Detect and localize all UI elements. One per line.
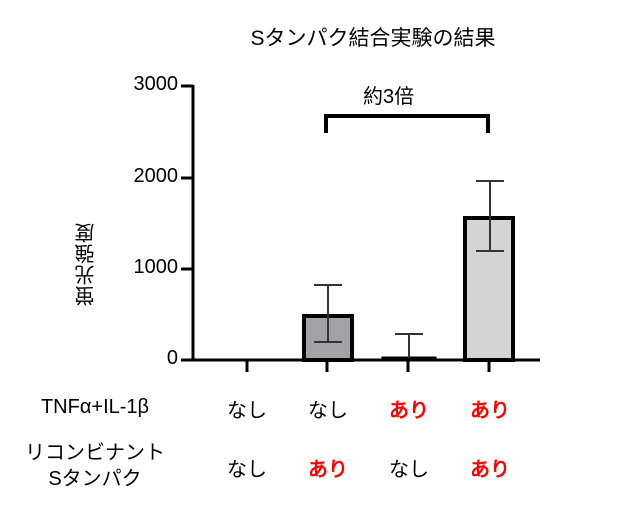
fold-change-annotation: 約3倍 xyxy=(363,86,415,108)
condition-label-tnf: TNFα+IL-1β xyxy=(40,396,150,418)
error-bar-3 xyxy=(395,333,423,358)
bar-3 xyxy=(381,356,437,362)
y-axis xyxy=(181,84,195,362)
error-bar-2 xyxy=(314,284,342,343)
cond-row2-col4: あり xyxy=(470,459,510,481)
comparison-bracket xyxy=(324,114,490,133)
condition-label-recombinant-line2: Sタンパク xyxy=(48,468,142,490)
cond-row2-col3: なし xyxy=(389,459,429,481)
condition-label-recombinant-line1: リコンビナント xyxy=(25,442,165,464)
cond-row2-col1: なし xyxy=(227,459,267,481)
cond-row1-col2: なし xyxy=(308,400,348,422)
y-tick-label-3000: 3000 xyxy=(133,73,179,95)
y-tick-label-0: 0 xyxy=(166,347,178,369)
chart-title: Sタンパク結合実験の結果 xyxy=(250,27,496,50)
cond-row1-col4: あり xyxy=(470,400,510,422)
y-tick-label-1000: 1000 xyxy=(133,256,179,278)
cond-row1-col1: なし xyxy=(227,400,267,422)
cond-row1-col3: あり xyxy=(389,400,429,422)
y-tick-label-2000: 2000 xyxy=(133,165,179,187)
cond-row2-col2: あり xyxy=(308,459,348,481)
error-bar-4 xyxy=(476,180,504,252)
